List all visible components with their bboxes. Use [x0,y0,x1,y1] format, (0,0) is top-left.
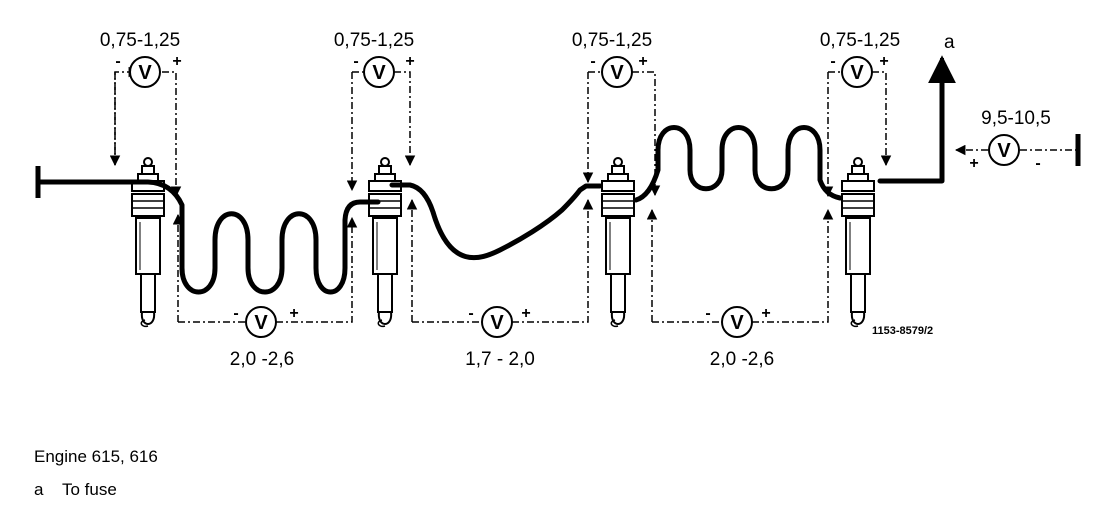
svg-text:V: V [730,312,744,334]
svg-text:+: + [638,53,647,70]
meter-total: V + - 9,5-10,5 [954,108,1081,172]
voltmeter-icon [988,134,1020,166]
meter-top-3-value: 0,75-1,25 [572,30,652,51]
meter-bottom-2-value: 1,7 - 2,0 [465,349,535,370]
svg-text:V: V [138,62,152,84]
meter-bottom-1: V - + 2,0 -2,6 [172,215,352,370]
meter-top-4-value: 0,75-1,25 [820,30,900,51]
meter-bottom-2: V - + 1,7 - 2,0 [406,200,588,370]
meter-top-2-value: 0,75-1,25 [334,30,414,51]
meter-bottom-3: V - + 2,0 -2,6 [646,210,828,370]
svg-text:-: - [830,53,835,70]
svg-text:-: - [468,305,473,322]
voltmeter-icon [841,56,873,88]
glow-plug-4 [841,157,875,328]
glow-plug-3 [601,157,635,328]
meter-top-3: V - + 0,75-1,25 [572,30,655,195]
meter-bottom-3-value: 2,0 -2,6 [710,349,774,370]
svg-text:V: V [997,140,1011,162]
svg-text:V: V [254,312,268,334]
power-wire [35,67,945,295]
svg-text:+: + [761,305,770,322]
svg-text:V: V [610,62,624,84]
svg-text:-: - [353,53,358,70]
figure-reference: 1153-8579/2 [872,325,933,337]
voltmeter-icon [245,306,277,338]
caption-title: Engine 615, 616 [34,447,158,466]
voltmeter-icon [481,306,513,338]
svg-text:-: - [590,53,595,70]
svg-text:+: + [879,53,888,70]
meter-top-1-value: 0,75-1,25 [100,30,180,51]
voltmeter-icon [363,56,395,88]
fuse-marker: a [944,32,955,53]
voltmeter-icon [129,56,161,88]
svg-text:V: V [490,312,504,334]
voltmeter-icon [721,306,753,338]
svg-text:+: + [172,53,181,70]
meter-total-value: 9,5-10,5 [981,108,1051,129]
meter-top-2: V - + 0,75-1,25 [334,30,415,192]
svg-text:+: + [289,305,298,322]
svg-text:-: - [115,53,120,70]
legend-key: a [34,480,44,499]
meter-top-4: V - + 0,75-1,25 [820,30,900,198]
svg-text:-: - [1035,155,1040,172]
svg-text:V: V [850,62,864,84]
svg-text:+: + [405,53,414,70]
voltmeter-icon [601,56,633,88]
meter-top-1: V - + 0,75-1,25 [100,30,182,198]
svg-text:-: - [233,305,238,322]
svg-text:+: + [521,305,530,322]
svg-text:-: - [705,305,710,322]
meter-bottom-1-value: 2,0 -2,6 [230,349,294,370]
legend-text: To fuse [62,480,117,499]
svg-text:V: V [372,62,386,84]
svg-text:+: + [969,155,978,172]
caption-legend: a To fuse [34,480,117,500]
